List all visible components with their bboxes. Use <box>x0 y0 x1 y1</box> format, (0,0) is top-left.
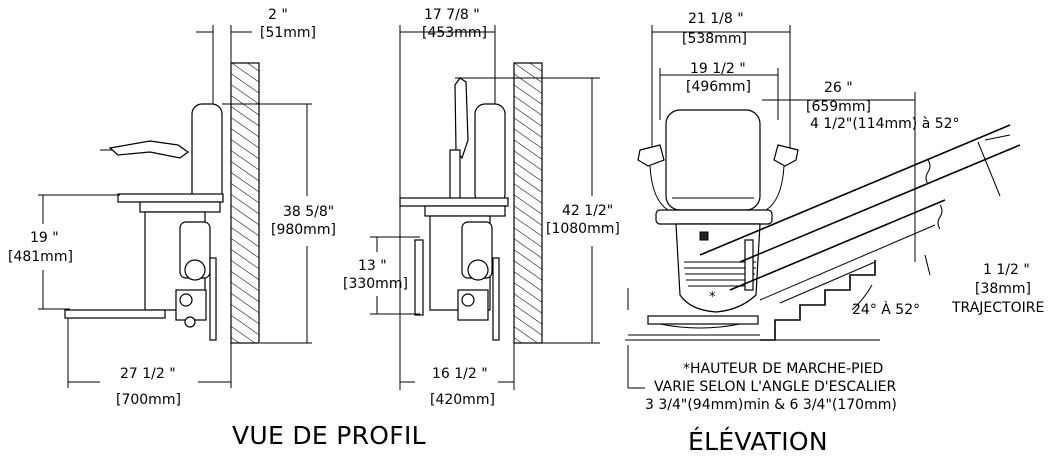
wall <box>230 62 260 344</box>
overall-width-metric: [538mm] <box>682 31 747 47</box>
height-metric: [659mm] <box>806 99 871 115</box>
folded-depth-imperial: 16 1/2 " <box>432 366 488 382</box>
total-height-metric: [980mm] <box>271 222 336 238</box>
footrest <box>647 315 759 325</box>
note-line-1: *HAUTEUR DE MARCHE-PIED <box>683 361 884 377</box>
seat-height-imperial: 19 " <box>30 230 59 246</box>
folded-height-metric: [1080mm] <box>546 221 620 237</box>
seat-height-metric: [481mm] <box>8 249 73 265</box>
wall-gap-metric: [51mm] <box>260 25 317 41</box>
footrest-marker: * <box>709 290 716 305</box>
folded-depth-metric: [420mm] <box>430 392 495 408</box>
backrest <box>665 109 761 211</box>
profile-view-title: VUE DE PROFIL <box>232 421 426 450</box>
elevation-title: ÉLÉVATION <box>688 427 828 456</box>
height-imperial: 26 " <box>824 80 853 96</box>
folded-height-imperial: 42 1/2" <box>562 203 614 219</box>
total-height-imperial: 38 5/8" <box>283 204 335 220</box>
wall-gap-imperial: 2 " <box>268 7 288 23</box>
trajectory-imperial: 1 1/2 " <box>983 262 1030 278</box>
top-width-metric: [453mm] <box>422 25 487 41</box>
depth-imperial: 27 1/2 " <box>120 366 176 382</box>
profile-view-drawing <box>38 25 312 388</box>
overall-width-imperial: 21 1/8 " <box>688 11 744 27</box>
elevation-view-drawing <box>625 25 1021 389</box>
footrest-metric: [330mm] <box>343 276 408 292</box>
footrest <box>64 309 166 319</box>
note-line-3: 3 3/4"(94mm)min & 6 3/4"(170mm) <box>645 397 897 413</box>
wall <box>513 62 543 344</box>
top-width-imperial: 17 7/8 " <box>424 7 480 23</box>
rail-offset-label: 4 1/2"(114mm) à 52° <box>810 116 960 132</box>
note-line-2: VARIE SELON L'ANGLE D'ESCALIER <box>654 379 897 395</box>
angle-range-label: 24° À 52° <box>852 302 921 318</box>
seat-width-metric: [496mm] <box>686 79 751 95</box>
backrest <box>191 103 223 205</box>
seat-width-imperial: 19 1/2 " <box>690 61 746 77</box>
backrest <box>474 103 506 205</box>
folded-view-drawing <box>370 25 600 390</box>
footrest-imperial: 13 " <box>358 258 387 274</box>
footrest <box>414 239 424 316</box>
depth-metric: [700mm] <box>116 392 181 408</box>
staircase <box>760 260 876 341</box>
trajectory-metric: [38mm] <box>975 281 1032 297</box>
trajectory-label: TRAJECTOIRE <box>952 300 1045 316</box>
